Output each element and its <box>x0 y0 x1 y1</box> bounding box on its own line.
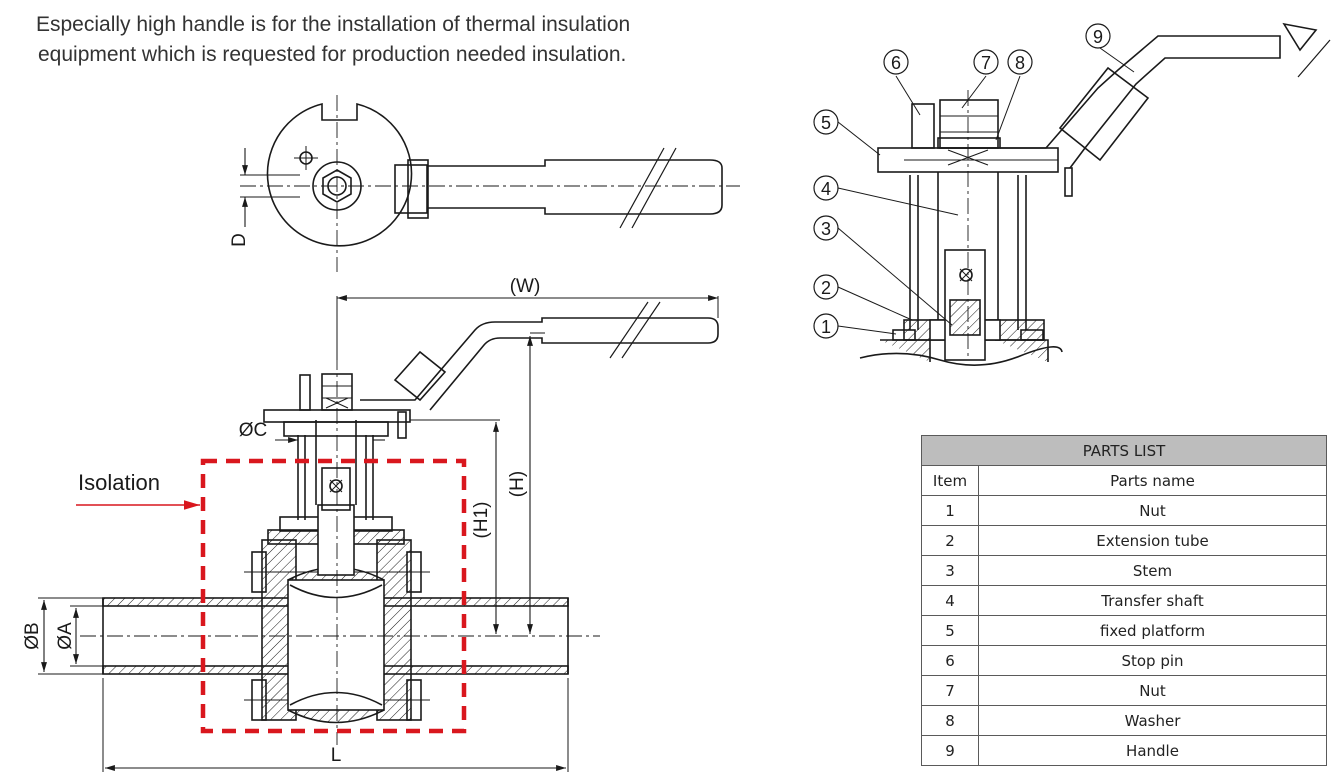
dim-w-label: (W) <box>510 276 541 297</box>
item-number: 7 <box>921 675 979 706</box>
parts-list-title: PARTS LIST <box>921 435 1327 466</box>
callout-9 <box>1085 23 1111 49</box>
callout-4 <box>813 175 839 201</box>
item-number: 8 <box>921 705 979 736</box>
callout-9-label: 9 <box>1093 27 1103 47</box>
callout-1 <box>813 313 839 339</box>
intro-line-2: equipment which is requested for product… <box>38 43 627 66</box>
callout-3 <box>813 215 839 241</box>
callout-2-label: 2 <box>821 278 831 298</box>
callout-6 <box>883 49 909 75</box>
intro-text: Especially high handle is for the instal… <box>36 10 796 70</box>
item-number: 5 <box>921 615 979 646</box>
col-item-header: Item <box>921 465 979 496</box>
isolation-box <box>200 458 467 734</box>
part-name: Nut <box>978 495 1327 526</box>
part-name: Nut <box>978 675 1327 706</box>
callout-7-label: 7 <box>981 53 991 73</box>
parts-list-header-row: Item Parts name <box>921 465 1327 496</box>
callout-3-label: 3 <box>821 219 831 239</box>
dim-a-label: ØA <box>55 622 76 650</box>
part-name: Washer <box>978 705 1327 736</box>
intro-line-1: Especially high handle is for the instal… <box>36 13 631 36</box>
dim-b-label: ØB <box>22 622 43 649</box>
callout-7 <box>973 49 999 75</box>
callout-4-label: 4 <box>821 179 831 199</box>
dim-h-label: (H) <box>507 471 528 497</box>
part-name: Transfer shaft <box>978 585 1327 616</box>
isolation-label: Isolation <box>78 470 160 495</box>
dim-d-label: D <box>229 233 250 247</box>
part-name: Stop pin <box>978 645 1327 676</box>
callout-5 <box>813 109 839 135</box>
top-view <box>240 95 740 272</box>
callout-5-label: 5 <box>821 113 831 133</box>
dim-l-label: L <box>331 745 342 766</box>
item-number: 9 <box>921 735 979 766</box>
col-name-header: Parts name <box>978 465 1327 496</box>
item-number: 2 <box>921 525 979 556</box>
part-name: Handle <box>978 735 1327 766</box>
part-name: Extension tube <box>978 525 1327 556</box>
callout-8 <box>1007 49 1033 75</box>
dim-h1-label: (H1) <box>471 502 492 539</box>
item-number: 1 <box>921 495 979 526</box>
front-view <box>38 295 719 772</box>
item-number: 4 <box>921 585 979 616</box>
callout-2 <box>813 274 839 300</box>
part-name: fixed platform <box>978 615 1327 646</box>
item-number: 6 <box>921 645 979 676</box>
dim-c-label: ØC <box>239 420 268 441</box>
callout-6-label: 6 <box>891 53 901 73</box>
part-name: Stem <box>978 555 1327 586</box>
item-number: 3 <box>921 555 979 586</box>
parts-list-title-row: PARTS LIST <box>921 435 1327 466</box>
detail-view <box>837 22 1331 366</box>
callout-8-label: 8 <box>1015 53 1025 73</box>
callout-markers <box>813 23 1111 339</box>
callout-1-label: 1 <box>821 317 831 337</box>
